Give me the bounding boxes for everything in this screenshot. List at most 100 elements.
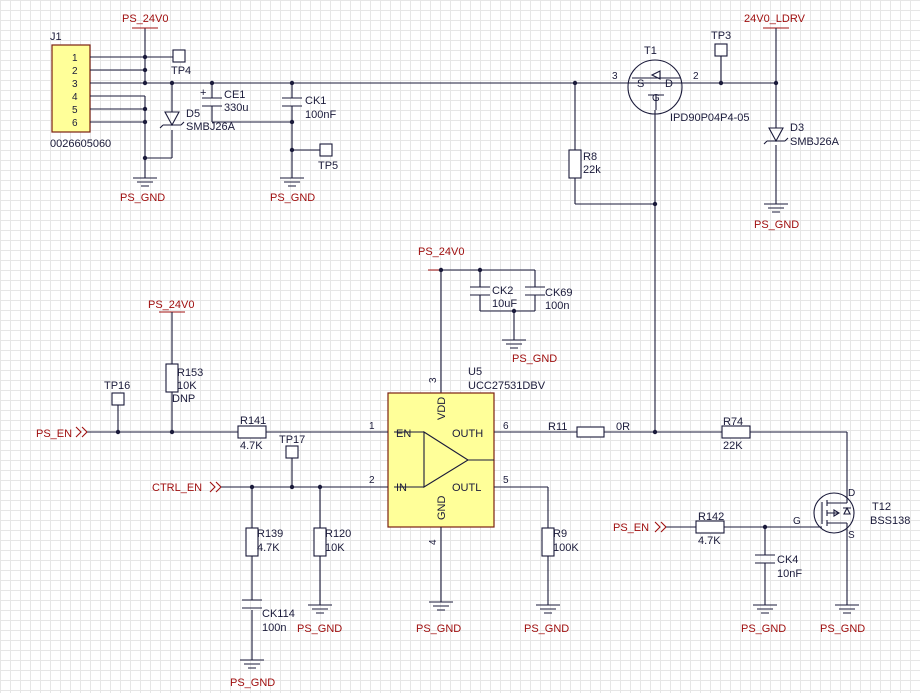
port-ctrl-en[interactable]: CTRL_EN: [152, 481, 222, 494]
u5-outh: OUTH: [452, 428, 483, 440]
gnd-symbol-u5: PS_GND: [416, 601, 461, 635]
t1-g: G: [652, 93, 660, 104]
capacitor-ck114[interactable]: CK114 100n: [242, 599, 295, 634]
power-port-24v0-ldrv: 24V0_LDRV: [744, 13, 806, 83]
r11-ref: R11: [548, 421, 567, 433]
ce1-ref: CE1: [224, 89, 245, 101]
mosfet-t1[interactable]: 3 2 S D G T1 IPD90P04P4-05: [612, 45, 776, 124]
power-port-24v0-top: PS_24V0: [122, 13, 168, 29]
gnd-symbol-ck2: PS_GND: [502, 339, 557, 365]
gnd-label-ck4: PS_GND: [741, 623, 786, 635]
u5-ref: U5: [468, 366, 482, 378]
mosfet-t12[interactable]: D G S T12 BSS138: [793, 488, 910, 605]
t1-ref: T1: [644, 45, 657, 57]
ck69-value: 100n: [545, 300, 569, 312]
u5-gnd: GND: [436, 496, 448, 521]
capacitor-ck4[interactable]: CK4 10nF: [755, 554, 802, 580]
testpoint-tp5[interactable]: TP5: [292, 143, 338, 172]
u5-pin2: 2: [369, 475, 375, 486]
r153-value: 10K: [177, 380, 197, 392]
resistor-r153[interactable]: R153 10K DNP: [165, 363, 203, 405]
resistor-r11[interactable]: R11 0R: [548, 421, 630, 438]
gnd-symbol-r9: PS_GND: [524, 604, 569, 635]
u5-pin4: 4: [428, 539, 439, 545]
t1-s: S: [637, 78, 644, 90]
ck114-value: 100n: [262, 622, 286, 634]
net-ps-24v0-u5: PS_24V0: [418, 246, 464, 258]
net-24v0-ldrv-label: 24V0_LDRV: [744, 13, 806, 25]
t1-part: IPD90P04P4-05: [670, 112, 750, 124]
d3-value: SMBJ26A: [790, 136, 840, 148]
power-port-24v0-u5: PS_24V0: [418, 246, 464, 271]
r120-value: 10K: [325, 542, 345, 554]
gnd-label-t12: PS_GND: [820, 623, 865, 635]
resistor-r9[interactable]: R9 100K: [541, 527, 579, 557]
u5-outl: OUTL: [452, 482, 481, 494]
ic-u5[interactable]: U5 UCC27531DBV VDD GND EN IN OUTH OUTL 1…: [369, 366, 546, 545]
power-port-24v0-r153: PS_24V0: [148, 299, 194, 313]
r142-value: 4.7K: [698, 535, 721, 547]
capacitor-ck2[interactable]: CK2 10uF: [470, 285, 517, 310]
net-ps-24v0-r153: PS_24V0: [148, 299, 194, 311]
diode-d5[interactable]: D5 SMBJ26A: [159, 83, 236, 158]
gnd-label-ck114: PS_GND: [230, 677, 275, 689]
resistor-r142[interactable]: R142 4.7K: [695, 511, 725, 547]
port-ps-en-right[interactable]: PS_EN: [613, 521, 667, 534]
r139-ref: R139: [257, 528, 283, 540]
resistor-r8[interactable]: R8 22k: [568, 149, 601, 179]
u5-vdd: VDD: [436, 397, 448, 420]
resistor-r74[interactable]: R74 22K: [721, 416, 751, 452]
j1-pin6: 6: [72, 118, 78, 129]
j1-pin1: 1: [72, 53, 78, 64]
j1-ref: J1: [50, 31, 62, 43]
testpoint-tp3[interactable]: TP3: [711, 30, 731, 83]
j1-pin2: 2: [72, 66, 78, 77]
ps-en-left-label: PS_EN: [36, 428, 72, 440]
t1-pin3: 3: [612, 71, 618, 82]
capacitor-ck1[interactable]: CK1 100nF: [282, 83, 336, 178]
r8-value: 22k: [583, 164, 601, 176]
ck4-ref: CK4: [777, 554, 798, 566]
gnd-label-d3: PS_GND: [754, 219, 799, 231]
capacitor-ce1[interactable]: + CE1 330u: [200, 83, 292, 123]
tp3-label: TP3: [711, 30, 731, 42]
r11-value: 0R: [616, 421, 630, 433]
gnd-label-u5: PS_GND: [416, 623, 461, 635]
r153-ref: R153: [177, 367, 203, 379]
r9-value: 100K: [553, 542, 579, 554]
connector-j1[interactable]: J1 0026605060 1 2 3 4 5 6: [50, 31, 111, 150]
diode-d3[interactable]: D3 SMBJ26A: [763, 83, 840, 204]
resistor-r141[interactable]: R141 4.7K: [237, 415, 267, 452]
testpoint-tp16[interactable]: TP16: [104, 380, 130, 432]
r9-ref: R9: [553, 528, 567, 540]
tp5-label: TP5: [318, 160, 338, 172]
testpoint-tp17[interactable]: TP17: [279, 434, 305, 487]
d3-ref: D3: [790, 122, 804, 134]
u5-pin1: 1: [369, 421, 375, 432]
j1-pin5: 5: [72, 105, 78, 116]
tp16-label: TP16: [104, 380, 130, 392]
gnd-symbol-t12: PS_GND: [820, 604, 865, 635]
r139-value: 4.7K: [257, 542, 280, 554]
tp17-label: TP17: [279, 434, 305, 446]
testpoint-tp4[interactable]: TP4: [145, 49, 191, 77]
net-ps-24v0-label: PS_24V0: [122, 13, 168, 25]
capacitor-ck69[interactable]: CK69 100n: [525, 286, 573, 312]
resistor-r139[interactable]: R139 4.7K: [245, 527, 283, 557]
t1-pin2: 2: [693, 71, 699, 82]
ck2-ref: CK2: [492, 285, 513, 297]
r142-ref: R142: [698, 511, 724, 523]
ck2-value: 10uF: [492, 298, 517, 310]
ctrl-en-label: CTRL_EN: [152, 482, 202, 494]
gnd-symbol-r120: PS_GND: [297, 604, 342, 635]
t12-s: S: [848, 530, 855, 541]
t1-d: D: [665, 78, 673, 90]
ck69-ref: CK69: [545, 287, 573, 299]
t12-part: BSS138: [870, 515, 910, 527]
port-ps-en-left[interactable]: PS_EN: [36, 426, 88, 440]
gnd-label-ck1: PS_GND: [270, 192, 315, 204]
resistor-r120[interactable]: R120 10K: [313, 527, 351, 557]
svg-text:+: +: [200, 87, 206, 99]
